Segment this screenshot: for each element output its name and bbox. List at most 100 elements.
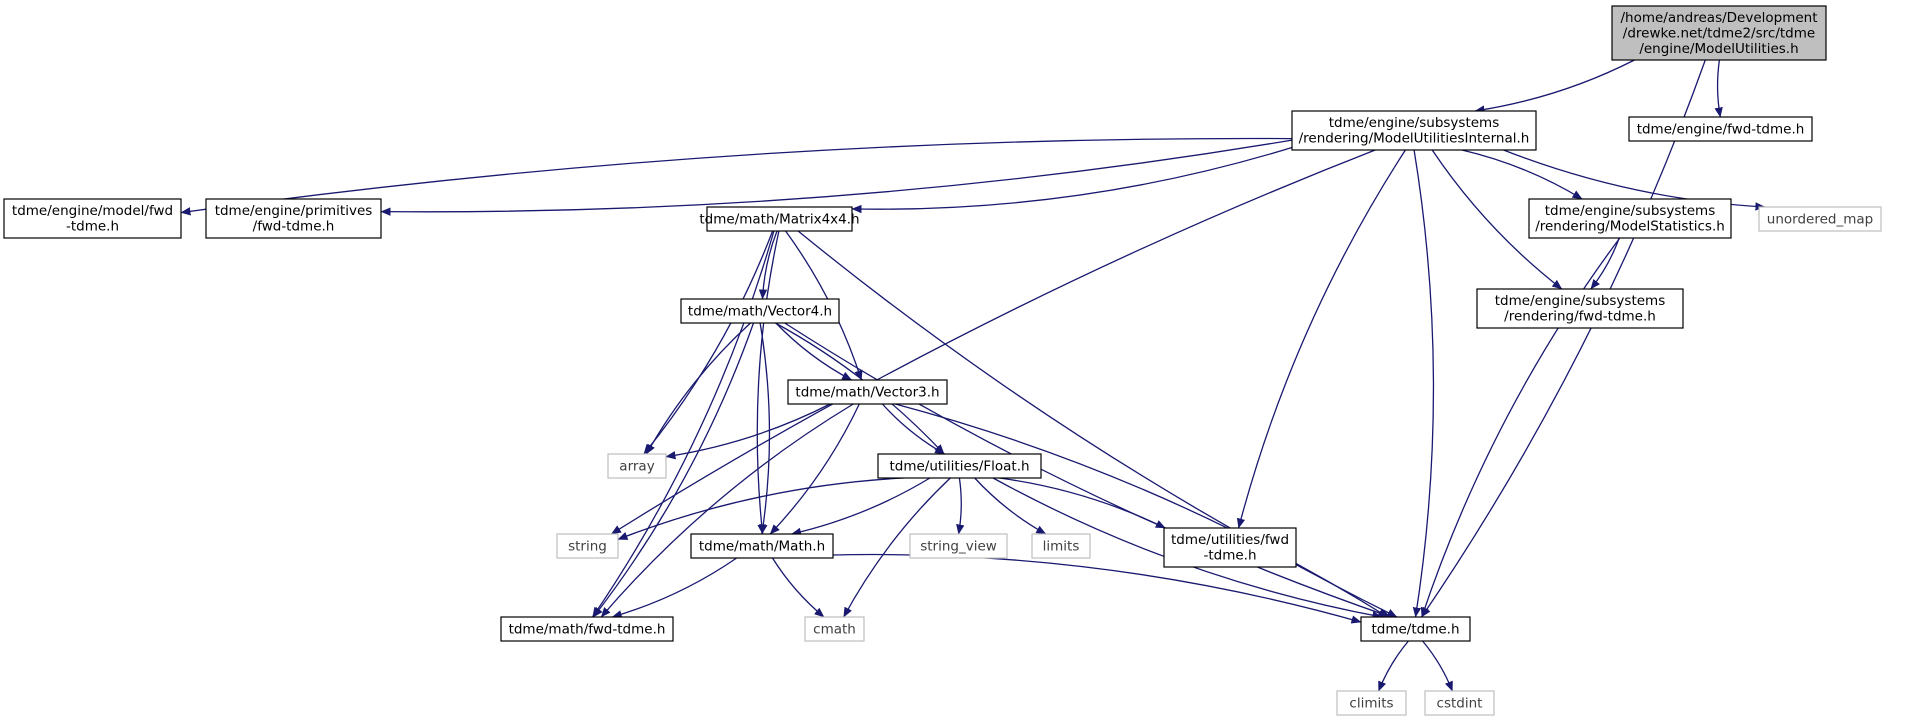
node-vector4-box <box>680 298 840 324</box>
node-utilfwd-label-1: -tdme.h <box>1203 548 1256 564</box>
node-string_view-label-0: string_view <box>920 538 997 554</box>
edge-float-to-math <box>791 477 931 536</box>
edge-mui-to-renderfwd <box>1431 149 1563 290</box>
node-unordered: unordered_map <box>1758 206 1882 232</box>
node-string: string <box>556 533 619 559</box>
node-fwdengine[interactable]: tdme/engine/fwd-tdme.h <box>1628 116 1813 142</box>
edge-float-to-utilfwd <box>999 477 1166 529</box>
node-mathfwd[interactable]: tdme/math/fwd-tdme.h <box>500 616 674 642</box>
edge-math-to-mathfwd <box>611 557 738 619</box>
node-vector4[interactable]: tdme/math/Vector4.h <box>680 298 840 324</box>
node-array: array <box>607 453 667 479</box>
node-cmath: cmath <box>804 616 865 642</box>
edge-modelstats-to-renderfwd <box>1590 237 1620 290</box>
node-array-box <box>607 453 667 479</box>
edge-tdme-to-cstdint <box>1422 640 1454 692</box>
node-renderfwd-box <box>1476 288 1684 329</box>
node-matrix[interactable]: tdme/math/Matrix4x4.h <box>699 206 860 232</box>
node-renderfwd-label-1: /rendering/fwd-tdme.h <box>1504 309 1656 325</box>
node-fwdengine-label-0: tdme/engine/fwd-tdme.h <box>1637 121 1805 137</box>
edge-mui-to-modelfwd <box>180 137 1293 216</box>
node-unordered-box <box>1758 206 1882 232</box>
edge-matrix-to-math <box>756 230 780 535</box>
edge-float-to-limits <box>974 477 1047 535</box>
node-string_view: string_view <box>909 533 1008 559</box>
node-root-box <box>1611 5 1827 61</box>
edge-math-to-tdme <box>832 553 1362 624</box>
edge-mui-to-string <box>610 149 1376 535</box>
node-vector4-label-0: tdme/math/Vector4.h <box>688 303 832 319</box>
edge-vector3-to-float <box>881 403 946 455</box>
node-root-label-0: /home/andreas/Development <box>1620 10 1817 26</box>
node-limits: limits <box>1031 533 1091 559</box>
node-cstdint-label-0: cstdint <box>1437 695 1483 711</box>
edge-matrix-to-vector4 <box>758 230 778 300</box>
edge-vector4-to-array <box>645 322 751 455</box>
edge-vector3-to-mathfwd <box>600 403 854 618</box>
node-matrix-box <box>706 206 853 232</box>
edge-vector4-to-vector3 <box>775 322 853 381</box>
edge-root-to-mui <box>1474 59 1635 114</box>
node-cmath-label-0: cmath <box>813 621 856 637</box>
node-string_view-box <box>909 533 1008 559</box>
header-nodes: /home/andreas/Development/drewke.net/tdm… <box>3 5 1882 716</box>
node-root-label-1: /drewke.net/tdme2/src/tdme <box>1623 25 1815 41</box>
node-climits-label-0: climits <box>1349 695 1393 711</box>
node-primfwd-box <box>205 198 382 239</box>
edge-vector3-to-array <box>665 403 831 460</box>
node-mathfwd-label-0: tdme/math/fwd-tdme.h <box>509 621 666 637</box>
edge-modelstats-to-tdme <box>1420 237 1621 618</box>
edge-float-to-cmath <box>843 477 951 618</box>
node-modelfwd-label-1: -tdme.h <box>66 219 119 235</box>
node-vector3-box <box>787 379 948 405</box>
node-modelstats-label-0: tdme/engine/subsystems <box>1545 203 1715 219</box>
edge-float-to-string_view <box>956 477 965 535</box>
edge-matrix-to-array <box>643 230 774 455</box>
node-cstdint-box <box>1424 690 1495 716</box>
edge-mui-to-utilfwd <box>1236 149 1406 529</box>
edge-math-to-cmath <box>771 557 825 618</box>
node-modelfwd-label-0: tdme/engine/model/fwd <box>12 203 173 219</box>
node-mui-label-1: /rendering/ModelUtilitiesInternal.h <box>1299 131 1530 147</box>
node-vector3[interactable]: tdme/math/Vector3.h <box>787 379 948 405</box>
node-string-label-0: string <box>568 538 607 554</box>
node-primfwd-label-0: tdme/engine/primitives <box>215 203 373 219</box>
edge-matrix-to-mathfwd <box>592 230 775 618</box>
dependency-edges <box>180 59 1766 692</box>
node-matrix-label-0: tdme/math/Matrix4x4.h <box>699 211 859 227</box>
node-limits-label-0: limits <box>1043 538 1080 554</box>
node-primfwd[interactable]: tdme/engine/primitives/fwd-tdme.h <box>205 198 382 239</box>
node-mui-label-0: tdme/engine/subsystems <box>1329 115 1499 131</box>
edge-vector3-to-tdme <box>895 403 1389 618</box>
node-float-box <box>877 453 1042 479</box>
node-modelfwd[interactable]: tdme/engine/model/fwd-tdme.h <box>3 198 182 239</box>
edge-mui-to-tdme <box>1412 149 1435 618</box>
node-cstdint: cstdint <box>1424 690 1495 716</box>
node-array-label-0: array <box>619 458 654 474</box>
node-math-box <box>690 533 834 559</box>
node-climits-box <box>1336 690 1407 716</box>
node-utilfwd-label-0: tdme/utilities/fwd <box>1171 532 1289 548</box>
edge-matrix-to-tdme <box>797 230 1398 618</box>
node-cmath-box <box>804 616 865 642</box>
edge-vector3-to-math <box>769 403 860 535</box>
node-limits-box <box>1031 533 1091 559</box>
node-climits: climits <box>1336 690 1407 716</box>
node-root[interactable]: /home/andreas/Development/drewke.net/tdm… <box>1611 5 1827 61</box>
node-math[interactable]: tdme/math/Math.h <box>690 533 834 559</box>
edge-mui-to-modelstats <box>1461 149 1583 200</box>
edge-root-to-fwdengine <box>1714 59 1723 118</box>
node-tdme[interactable]: tdme/tdme.h <box>1360 616 1471 642</box>
node-float[interactable]: tdme/utilities/Float.h <box>877 453 1042 479</box>
node-mui-box <box>1291 110 1537 151</box>
node-renderfwd[interactable]: tdme/engine/subsystems/rendering/fwd-tdm… <box>1476 288 1684 329</box>
edge-vector4-to-mathfwd <box>592 322 755 618</box>
node-tdme-label-0: tdme/tdme.h <box>1371 621 1459 637</box>
edge-mui-to-matrix <box>851 146 1293 214</box>
node-modelstats[interactable]: tdme/engine/subsystems/rendering/ModelSt… <box>1528 198 1732 239</box>
node-fwdengine-box <box>1628 116 1813 142</box>
node-mui[interactable]: tdme/engine/subsystems/rendering/ModelUt… <box>1291 110 1537 151</box>
edge-float-to-string <box>617 477 904 541</box>
node-utilfwd[interactable]: tdme/utilities/fwd-tdme.h <box>1163 527 1297 568</box>
